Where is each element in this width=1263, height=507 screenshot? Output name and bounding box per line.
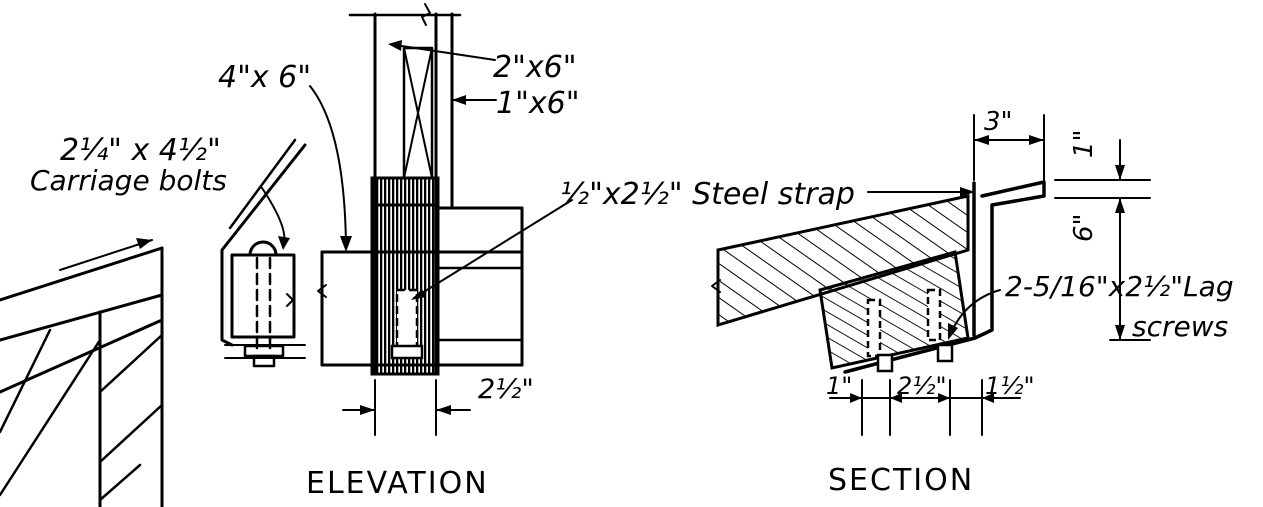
label-dim-1-top: 1" bbox=[1069, 129, 1099, 158]
label-dim-2-half-section: 2½" bbox=[897, 372, 947, 400]
label-dim-1-bottom: 1" bbox=[826, 372, 852, 400]
label-steel-strap: ½"x2½" Steel strap bbox=[560, 177, 855, 212]
label-dim-6: 6" bbox=[1069, 213, 1099, 242]
carriage-bolt-detail bbox=[220, 85, 352, 368]
label-lag-screws: screws bbox=[1132, 310, 1228, 343]
label-bolt-size: 2¼" x 4½" bbox=[60, 133, 221, 168]
elevation-view bbox=[317, 3, 573, 436]
lag-screws bbox=[866, 288, 954, 373]
label-dim-3: 3" bbox=[984, 107, 1013, 137]
label-dim-1-half: 1½" bbox=[985, 372, 1035, 400]
label-lag-screws-size: 2-5/16"x2½"Lag bbox=[1005, 270, 1234, 303]
section-title: SECTION bbox=[828, 463, 974, 498]
label-dim-2-half-elevation: 2½" bbox=[478, 374, 534, 405]
section-view bbox=[711, 114, 1151, 436]
label-carriage-bolts: Carriage bolts bbox=[30, 164, 227, 197]
elevation-title: ELEVATION bbox=[306, 466, 489, 501]
label-4x6: 4"x 6" bbox=[218, 60, 311, 95]
label-2x6: 2"x6" bbox=[493, 50, 577, 85]
label-1x6: 1"x6" bbox=[496, 86, 580, 121]
wall-fragment bbox=[0, 238, 164, 507]
